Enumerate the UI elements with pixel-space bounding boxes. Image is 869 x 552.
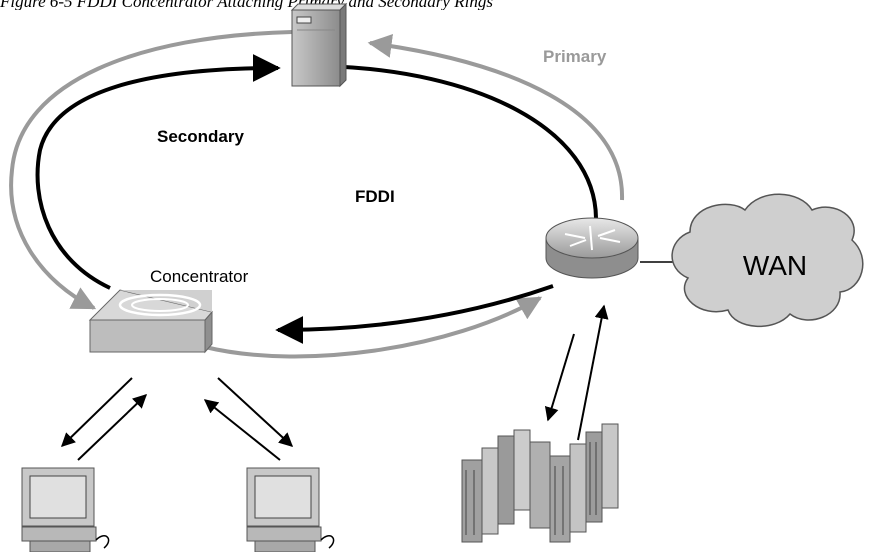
primary-ring <box>9 30 625 359</box>
cloud-icon: WAN <box>671 193 864 327</box>
mainframe-icon <box>461 423 619 543</box>
fddi-ring-label: FDDI <box>355 187 395 206</box>
secondary-ring <box>35 54 598 344</box>
mainframe-links <box>544 304 609 441</box>
figure-caption: Figure 6-5 FDDI Concentrator Attaching P… <box>0 0 493 10</box>
primary-ring-label: Primary <box>543 47 607 66</box>
router-icon <box>545 217 639 279</box>
concentrator-icon <box>88 289 213 354</box>
concentrator-label: Concentrator <box>150 267 249 286</box>
wan-label: WAN <box>743 250 807 281</box>
workstation-icon <box>246 467 335 552</box>
secondary-ring-label: Secondary <box>157 127 244 146</box>
server-icon <box>290 2 348 88</box>
workstation-links <box>60 377 294 461</box>
workstation-icon <box>21 467 110 552</box>
